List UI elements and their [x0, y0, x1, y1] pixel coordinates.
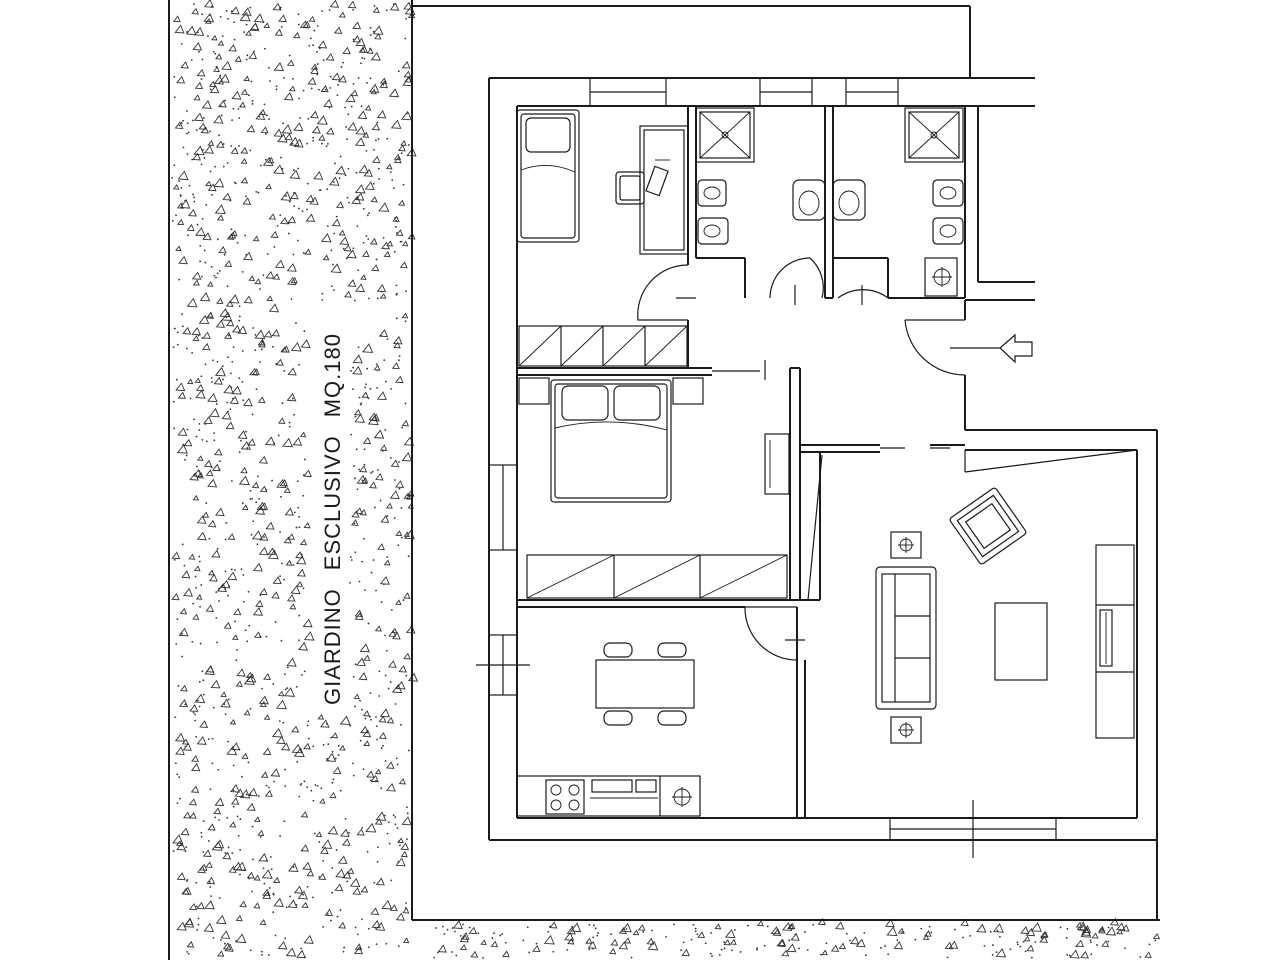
wardrobe-master-room: [526, 554, 788, 599]
bathroom-1-fixtures: [695, 107, 826, 245]
kitchen-counter: [516, 775, 701, 817]
tv-unit: [1095, 544, 1135, 739]
living-partition: [964, 449, 1138, 473]
double-bed: [518, 377, 704, 503]
armchair: [949, 487, 1027, 565]
garden-label-word1: GIARDINO: [320, 588, 345, 705]
desk-with-chair: [615, 125, 689, 255]
bathroom-2-fixtures: [832, 107, 964, 297]
garden-boundary: [168, 0, 1160, 960]
cabinet: [764, 433, 790, 495]
garden-label: GIARDINO ESCLUSIVO MQ.180: [320, 333, 345, 705]
circle-cross-icon: [890, 716, 922, 744]
interior-walls: [517, 106, 966, 818]
coffee-table: [994, 602, 1048, 681]
single-bed: [516, 109, 580, 243]
garden-label-word2: ESCLUSIVO: [320, 435, 345, 570]
sofa: [875, 566, 937, 710]
circle-cross-icon: [672, 787, 692, 807]
garden-gravel-left: [171, 0, 419, 959]
garden-label-word3: MQ.180: [320, 333, 345, 417]
wardrobe-single-room: [518, 325, 688, 367]
entrance-arrow-icon: [950, 333, 1033, 364]
dining-table: [595, 642, 695, 726]
garden-gravel-bottom: [433, 917, 1161, 959]
circle-cross-icon: [890, 531, 922, 559]
door-swings: [637, 257, 966, 661]
circle-cross-icon: [932, 267, 952, 287]
